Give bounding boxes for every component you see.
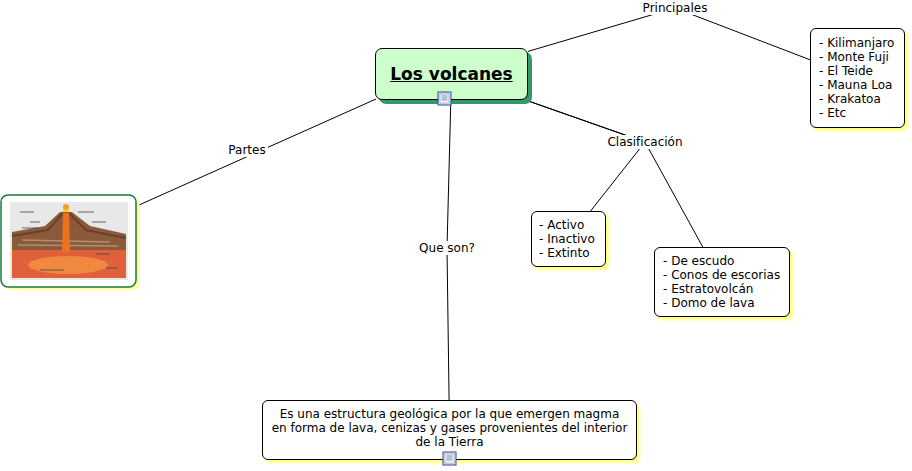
linking-phrase: Partes [226, 143, 267, 157]
node-text: - Activo [539, 218, 598, 232]
node-text: - El Teide [819, 64, 896, 78]
volcano-picture [1, 195, 140, 290]
node-text: - Inactivo [539, 232, 598, 246]
connector-line [528, 8, 810, 60]
node-text: - Monte Fuji [819, 50, 896, 64]
node-text: - Kilimanjaro [819, 36, 896, 50]
node-text: - De escudo [663, 254, 781, 268]
node-text: - Estratovolcán [663, 282, 781, 296]
node-text: - Conos de escorias [663, 268, 781, 282]
linking-phrase: Que son? [417, 241, 477, 255]
linking-phrase: Clasificación [605, 135, 684, 149]
node-text: - Etc [819, 106, 896, 120]
list-box: - De escudo- Conos de escorias- Estratov… [654, 247, 790, 317]
leader-line [139, 99, 376, 205]
node-text: Los volcanes [390, 64, 512, 84]
node-text: Es una estructura geológica por la que e… [271, 407, 628, 449]
connector-line [525, 100, 645, 211]
list-box: - Kilimanjaro- Monte Fuji- El Teide- Mau… [810, 28, 905, 128]
node-text: - Mauna Loa [819, 78, 896, 92]
connector-line [525, 100, 702, 247]
node-text: - Extinto [539, 246, 598, 260]
list-box: - Activo- Inactivo- Extinto [531, 211, 606, 267]
definition-box: Es una estructura geológica por la que e… [262, 400, 637, 460]
node-text: - Krakatoa [819, 92, 896, 106]
linking-phrase: Principales [641, 1, 710, 15]
node-text: - Domo de lava [663, 296, 781, 310]
concept-box: Los volcanes [375, 48, 528, 100]
